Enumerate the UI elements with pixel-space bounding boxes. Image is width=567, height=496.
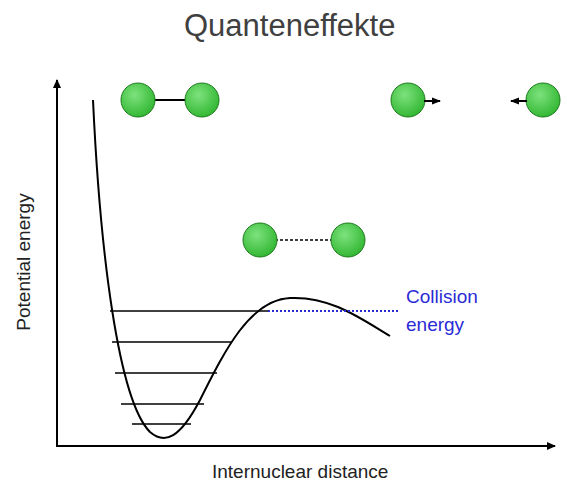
motion-arrow bbox=[511, 100, 527, 102]
collision-energy-line bbox=[268, 310, 398, 312]
y-axis bbox=[56, 80, 58, 446]
energy-level bbox=[115, 372, 217, 374]
energy-level bbox=[132, 423, 191, 425]
energy-level bbox=[110, 310, 268, 312]
energy-level bbox=[112, 341, 232, 343]
potential-curve bbox=[93, 100, 390, 438]
energy-label: Collision energy bbox=[406, 283, 498, 338]
diagram-title: Quanteneffekte bbox=[184, 8, 395, 44]
atom bbox=[526, 83, 560, 117]
x-axis bbox=[56, 445, 555, 447]
atom bbox=[331, 223, 365, 257]
atom bbox=[391, 83, 425, 117]
motion-arrow bbox=[424, 100, 440, 102]
atom bbox=[185, 83, 219, 117]
axis-label: Internuclear distance bbox=[212, 461, 388, 483]
energy-level bbox=[121, 403, 204, 405]
axis-label: Potential energy bbox=[13, 193, 35, 330]
atom bbox=[121, 83, 155, 117]
atom bbox=[243, 223, 277, 257]
